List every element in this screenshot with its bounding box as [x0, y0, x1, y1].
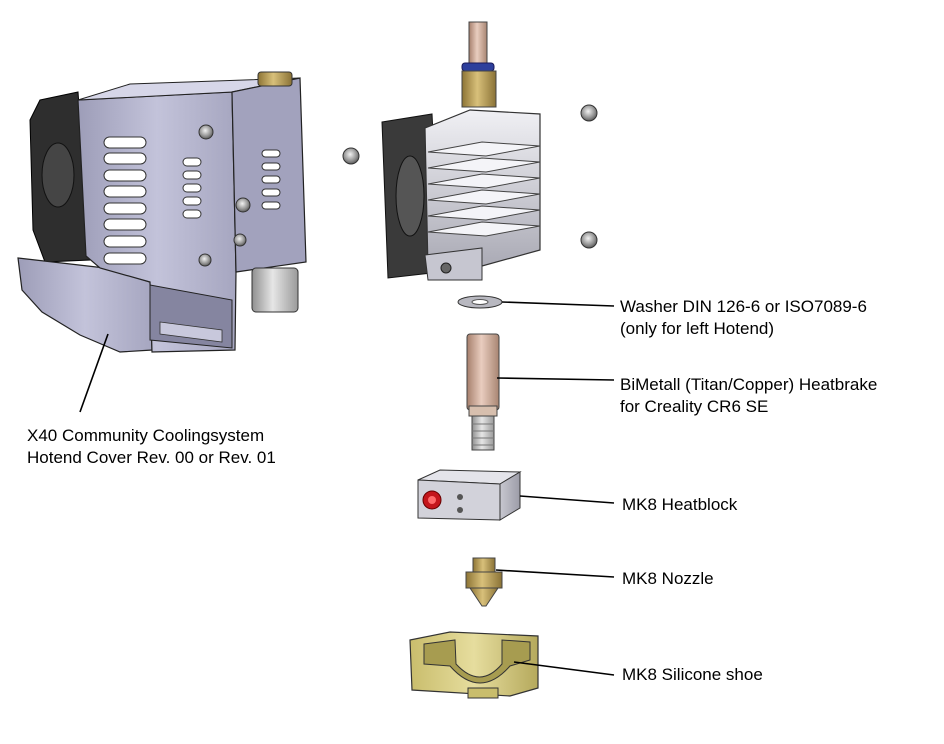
cover-label-line2: Hotend Cover Rev. 00 or Rev. 01 [27, 448, 276, 467]
heatblock-side [499, 471, 521, 521]
silicone-shoe [409, 631, 539, 699]
nozzle-thread [472, 557, 496, 573]
cover-fan-hub [41, 142, 75, 208]
ptfe-tube [468, 21, 488, 67]
cover-brass-fitting [257, 71, 293, 87]
heatsink-fins [427, 141, 541, 237]
cover-screw-icon [235, 197, 251, 213]
cover-lower-tube [251, 267, 299, 313]
shoe-opening [423, 639, 531, 684]
cover-vent-slots-middle [182, 157, 202, 219]
loose-screws [342, 104, 598, 249]
shoe-label: MK8 Silicone shoe [622, 665, 763, 684]
heatsink-fan-hub [395, 155, 425, 237]
heatsink-assembly [381, 21, 541, 281]
leader-nozzle [495, 569, 615, 578]
leader-shoe [513, 661, 615, 676]
heatbrake [466, 333, 500, 451]
washer-label-line1: Washer DIN 126-6 or ISO7089-6 [620, 297, 867, 316]
nozzle [465, 557, 503, 607]
leader-heatbrake [496, 377, 615, 381]
heatblock [417, 469, 522, 521]
leader-heatblock [519, 495, 615, 504]
leader-lines [79, 301, 615, 676]
heatbrake-label: BiMetall (Titan/Copper) Heatbrake for Cr… [620, 374, 877, 418]
collet-ring [461, 62, 495, 72]
nozzle-tip [469, 587, 499, 607]
heatbrake-label-line1: BiMetall (Titan/Copper) Heatbrake [620, 375, 878, 394]
washer-label: Washer DIN 126-6 or ISO7089-6 (only for … [620, 296, 867, 340]
cover-screw-icon [233, 233, 247, 247]
cover-vent-slots-side [261, 149, 281, 210]
coupling-fitting [461, 70, 497, 108]
cover-label: X40 Community Coolingsystem Hotend Cover… [27, 425, 276, 469]
leader-washer [501, 301, 615, 307]
screw-icon [342, 147, 360, 165]
heatbrake-copper-tube [466, 333, 500, 411]
cover-vent-slots-left [103, 136, 147, 265]
nozzle-hex [465, 571, 503, 589]
cover-screw-icon [198, 124, 214, 140]
cover-screw-icon [198, 253, 212, 267]
nozzle-label: MK8 Nozzle [622, 569, 714, 588]
heatbrake-label-line2: for Creality CR6 SE [620, 397, 769, 416]
washer-label-line2: (only for left Hotend) [620, 319, 775, 338]
heatblock-label: MK8 Heatblock [622, 495, 738, 514]
screw-icon [580, 104, 598, 122]
washer [457, 295, 503, 309]
cover-label-line1: X40 Community Coolingsystem [27, 426, 265, 445]
screw-icon [580, 231, 598, 249]
hotend-cover [17, 71, 307, 353]
leader-cover [79, 333, 109, 413]
